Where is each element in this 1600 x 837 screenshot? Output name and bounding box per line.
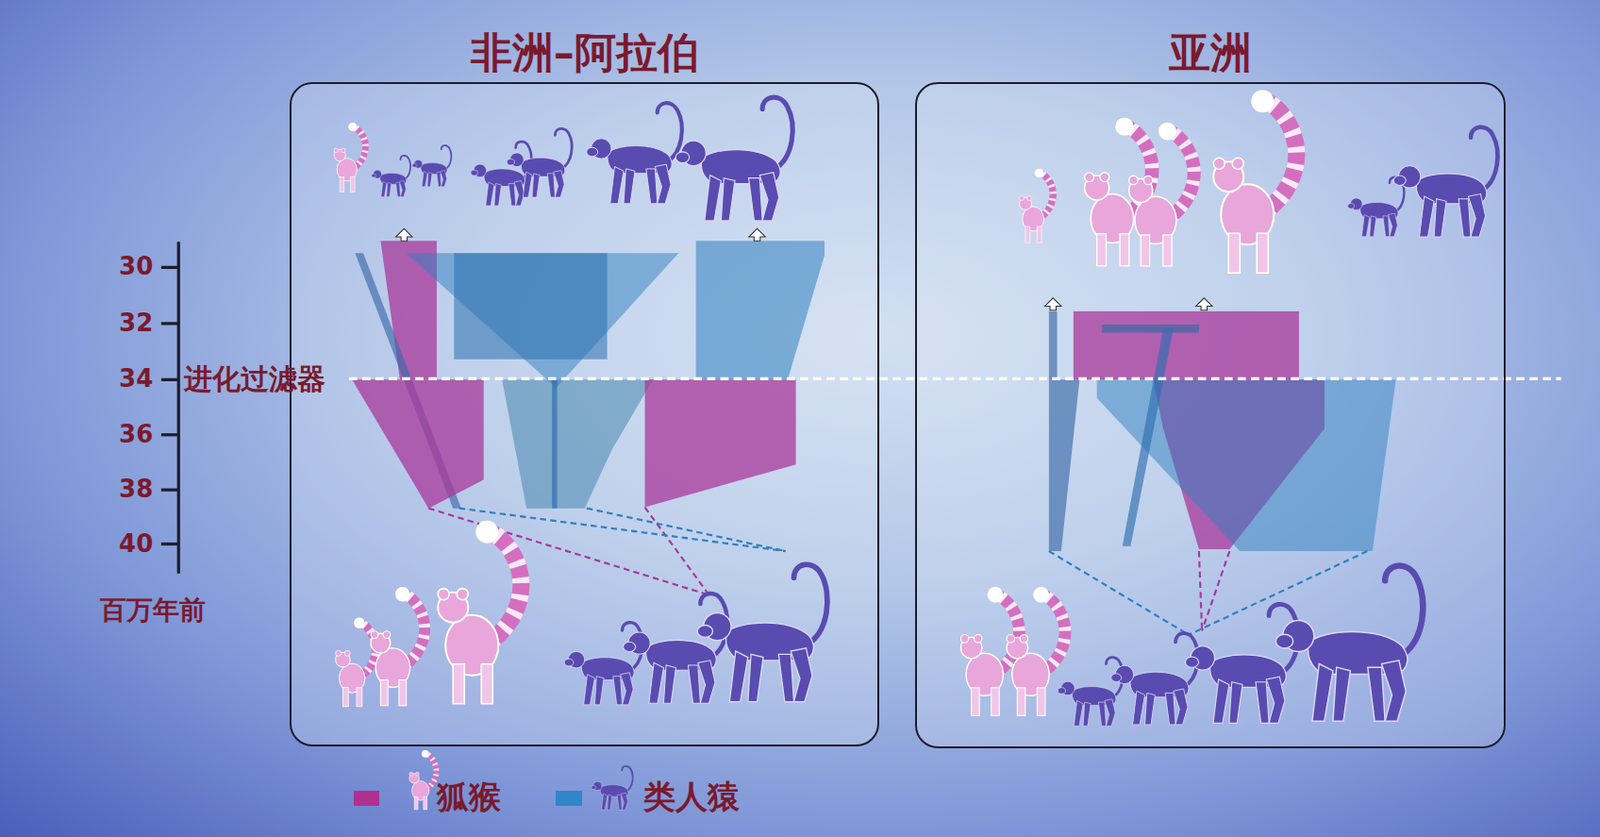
axis-tick-label: 40 (118, 530, 153, 559)
up-arrow (749, 228, 766, 241)
region-heading: 非洲–阿拉伯 (289, 28, 880, 78)
axis-tick-label: 38 (118, 475, 153, 504)
axis-tick (161, 378, 179, 382)
panel-ground (915, 82, 1506, 749)
anthropoid-figure (586, 102, 683, 204)
anthropoid-figure (623, 593, 728, 703)
panel-ground (289, 82, 880, 747)
anthropoid-figure (1275, 565, 1423, 721)
anthropoid-lineage (696, 240, 825, 380)
dashed-leader (1201, 550, 1230, 631)
anthropoid-figure (1111, 633, 1199, 725)
anthropoid-figure (1348, 177, 1405, 237)
legend-swatch (555, 790, 582, 806)
illustration-group (161, 82, 1562, 811)
axis-tick-label: 30 (118, 252, 153, 282)
region-panel: 亚洲 (915, 28, 1506, 749)
lemur-figure (1129, 122, 1195, 267)
lemur-lineage (351, 379, 484, 508)
up-arrow (396, 228, 413, 241)
lemur-figure (333, 122, 366, 192)
region-panel: 非洲–阿拉伯 (289, 28, 880, 746)
anthropoid-lineage (1122, 328, 1174, 546)
axis-tick (161, 488, 179, 492)
legend-label: 类人猿 (643, 778, 740, 816)
legend-icon (591, 766, 634, 811)
anthropoid-lineage (405, 252, 679, 388)
axis-tick (161, 321, 179, 325)
dashed-leader (645, 507, 710, 596)
dashed-leader (428, 508, 709, 596)
up-arrow (1045, 298, 1062, 311)
dashed-leader (1199, 550, 1202, 631)
lemur-figure (1006, 586, 1066, 716)
anthropoid-figure (412, 145, 451, 187)
anthropoid-figure (697, 564, 828, 701)
axis-tick (161, 433, 179, 436)
axis-tick (161, 542, 179, 546)
anthropoid-figure (470, 141, 532, 206)
lemur-figure (1019, 167, 1054, 243)
lemur-figure (1213, 89, 1297, 273)
axis-title: 百万年前 (100, 595, 206, 626)
lemur-figure (335, 616, 377, 706)
legend-icon (409, 750, 437, 810)
lemur-figure (370, 586, 425, 706)
panel-border (289, 82, 880, 747)
filter-line (349, 377, 1562, 381)
anthropoid-figure (506, 128, 572, 198)
axis-tick-label: 34 (118, 365, 153, 394)
legend-label: 狐猴 (436, 778, 501, 816)
lemur-figure (437, 520, 521, 704)
anthropoid-figure (1393, 127, 1498, 237)
axis-tick (161, 266, 179, 269)
axis-tick-label: 36 (118, 420, 153, 450)
time-axis (177, 241, 181, 574)
panel-border (915, 82, 1506, 749)
filter-label: 进化过滤器 (183, 363, 326, 397)
anthropoid-figure (675, 97, 793, 221)
anthropoid-figure (564, 622, 643, 705)
lemur-lineage (645, 379, 797, 507)
anthropoid-figure (371, 155, 411, 198)
anthropoid-figure (1184, 603, 1298, 723)
up-arrow (1196, 298, 1213, 311)
anthropoid-figure (1057, 657, 1123, 727)
anthropoid-lineage (453, 252, 607, 359)
anthropoid-lineage (551, 379, 557, 508)
dashed-leader (1188, 550, 1367, 635)
anthropoid-lineage (501, 379, 653, 508)
legend-swatch (353, 790, 380, 806)
region-heading: 亚洲 (915, 28, 1506, 78)
anthropoid-lineage (1101, 324, 1200, 334)
lemur-lineage (1073, 311, 1300, 380)
dashed-leader (586, 508, 786, 551)
axis-tick-label: 32 (118, 309, 153, 338)
